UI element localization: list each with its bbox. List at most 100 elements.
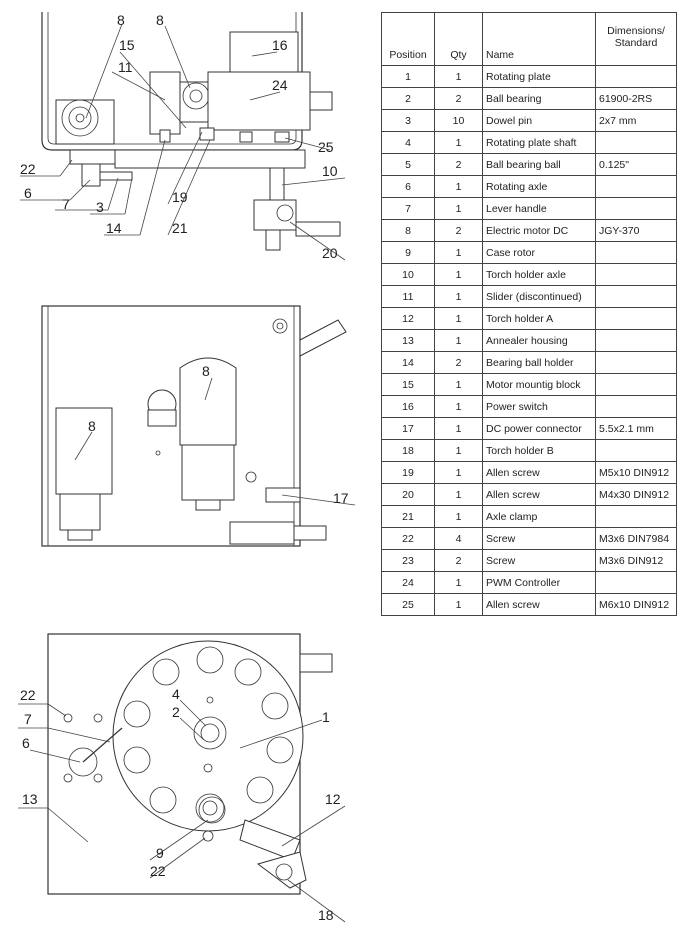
callout-label: 7 — [62, 196, 70, 212]
cell-qty: 2 — [434, 219, 483, 242]
cell-qty: 1 — [434, 461, 483, 484]
callout-label: 11 — [118, 59, 133, 75]
cell-name: Torch holder A — [482, 307, 596, 330]
cell-qty: 1 — [434, 241, 483, 264]
cell-name: Dowel pin — [482, 109, 596, 132]
side-view: 8 8 17 — [41, 305, 356, 547]
cell-position: 13 — [381, 329, 435, 352]
cell-name: Power switch — [482, 395, 596, 418]
cell-name: Lever handle — [482, 197, 596, 220]
callout-label: 18 — [318, 907, 334, 923]
cell-qty: 10 — [434, 109, 483, 132]
cell-dimensions — [595, 439, 677, 462]
cell-position: 23 — [381, 549, 435, 572]
callout-label: 8 — [202, 363, 210, 379]
callout-label: 22 — [150, 863, 166, 879]
cell-qty: 1 — [434, 263, 483, 286]
cell-dimensions: M5x10 DIN912 — [595, 461, 677, 484]
cell-position: 7 — [381, 197, 435, 220]
cell-dimensions — [595, 373, 677, 396]
cell-qty: 1 — [434, 505, 483, 528]
cell-dimensions: M3x6 DIN7984 — [595, 527, 677, 550]
cell-dimensions — [595, 351, 677, 374]
cell-position: 24 — [381, 571, 435, 594]
cell-qty: 2 — [434, 87, 483, 110]
header-name: Name — [482, 12, 596, 66]
cell-dimensions: 61900-2RS — [595, 87, 677, 110]
cell-dimensions — [595, 241, 677, 264]
callout-label: 21 — [172, 220, 188, 236]
cell-qty: 2 — [434, 549, 483, 572]
callout-label: 15 — [119, 37, 135, 53]
cell-dimensions — [595, 65, 677, 88]
cell-position: 21 — [381, 505, 435, 528]
callout-label: 2 — [172, 704, 180, 720]
cell-name: Rotating axle — [482, 175, 596, 198]
cell-position: 19 — [381, 461, 435, 484]
cell-position: 2 — [381, 87, 435, 110]
cell-qty: 1 — [434, 65, 483, 88]
cell-position: 5 — [381, 153, 435, 176]
cell-dimensions: 2x7 mm — [595, 109, 677, 132]
cell-name: DC power connector — [482, 417, 596, 440]
callout-label: 13 — [22, 791, 38, 807]
cell-qty: 1 — [434, 285, 483, 308]
callout-label: 3 — [96, 199, 104, 215]
callout-label: 17 — [333, 490, 349, 506]
cell-qty: 1 — [434, 417, 483, 440]
cell-name: Allen screw — [482, 483, 596, 506]
cell-dimensions — [595, 505, 677, 528]
cell-name: Allen screw — [482, 593, 596, 616]
cell-name: Screw — [482, 527, 596, 550]
cell-dimensions: M4x30 DIN912 — [595, 483, 677, 506]
cell-name: PWM Controller — [482, 571, 596, 594]
cell-name: Torch holder axle — [482, 263, 596, 286]
front-view: 22 7 6 13 4 2 1 12 9 22 18 — [18, 633, 346, 923]
cell-name: Allen screw — [482, 461, 596, 484]
cell-position: 22 — [381, 527, 435, 550]
cell-qty: 1 — [434, 307, 483, 330]
cell-qty: 1 — [434, 197, 483, 220]
callout-label: 6 — [24, 185, 32, 201]
table-header-row: Position Qty Name Dimensions/ Standard — [381, 12, 677, 66]
cell-qty: 1 — [434, 395, 483, 418]
callout-label: 10 — [322, 163, 338, 179]
cell-dimensions: M3x6 DIN912 — [595, 549, 677, 572]
top-view: 8 8 15 11 16 24 25 22 6 7 3 14 19 21 10 … — [20, 12, 346, 261]
cell-position: 9 — [381, 241, 435, 264]
cell-qty: 1 — [434, 329, 483, 352]
cell-qty: 1 — [434, 373, 483, 396]
cell-name: Annealer housing — [482, 329, 596, 352]
cell-position: 25 — [381, 593, 435, 616]
cell-dimensions — [595, 285, 677, 308]
cell-name: Slider (discontinued) — [482, 285, 596, 308]
cell-position: 8 — [381, 219, 435, 242]
callout-label: 22 — [20, 687, 36, 703]
cell-name: Screw — [482, 549, 596, 572]
cell-dimensions: M6x10 DIN912 — [595, 593, 677, 616]
callout-label: 22 — [20, 161, 36, 177]
cell-qty: 1 — [434, 483, 483, 506]
callout-label: 1 — [322, 709, 330, 725]
header-position: Position — [381, 12, 435, 66]
cell-dimensions — [595, 197, 677, 220]
callout-label: 6 — [22, 735, 30, 751]
callout-label: 24 — [272, 77, 288, 93]
cell-name: Motor mountig block — [482, 373, 596, 396]
